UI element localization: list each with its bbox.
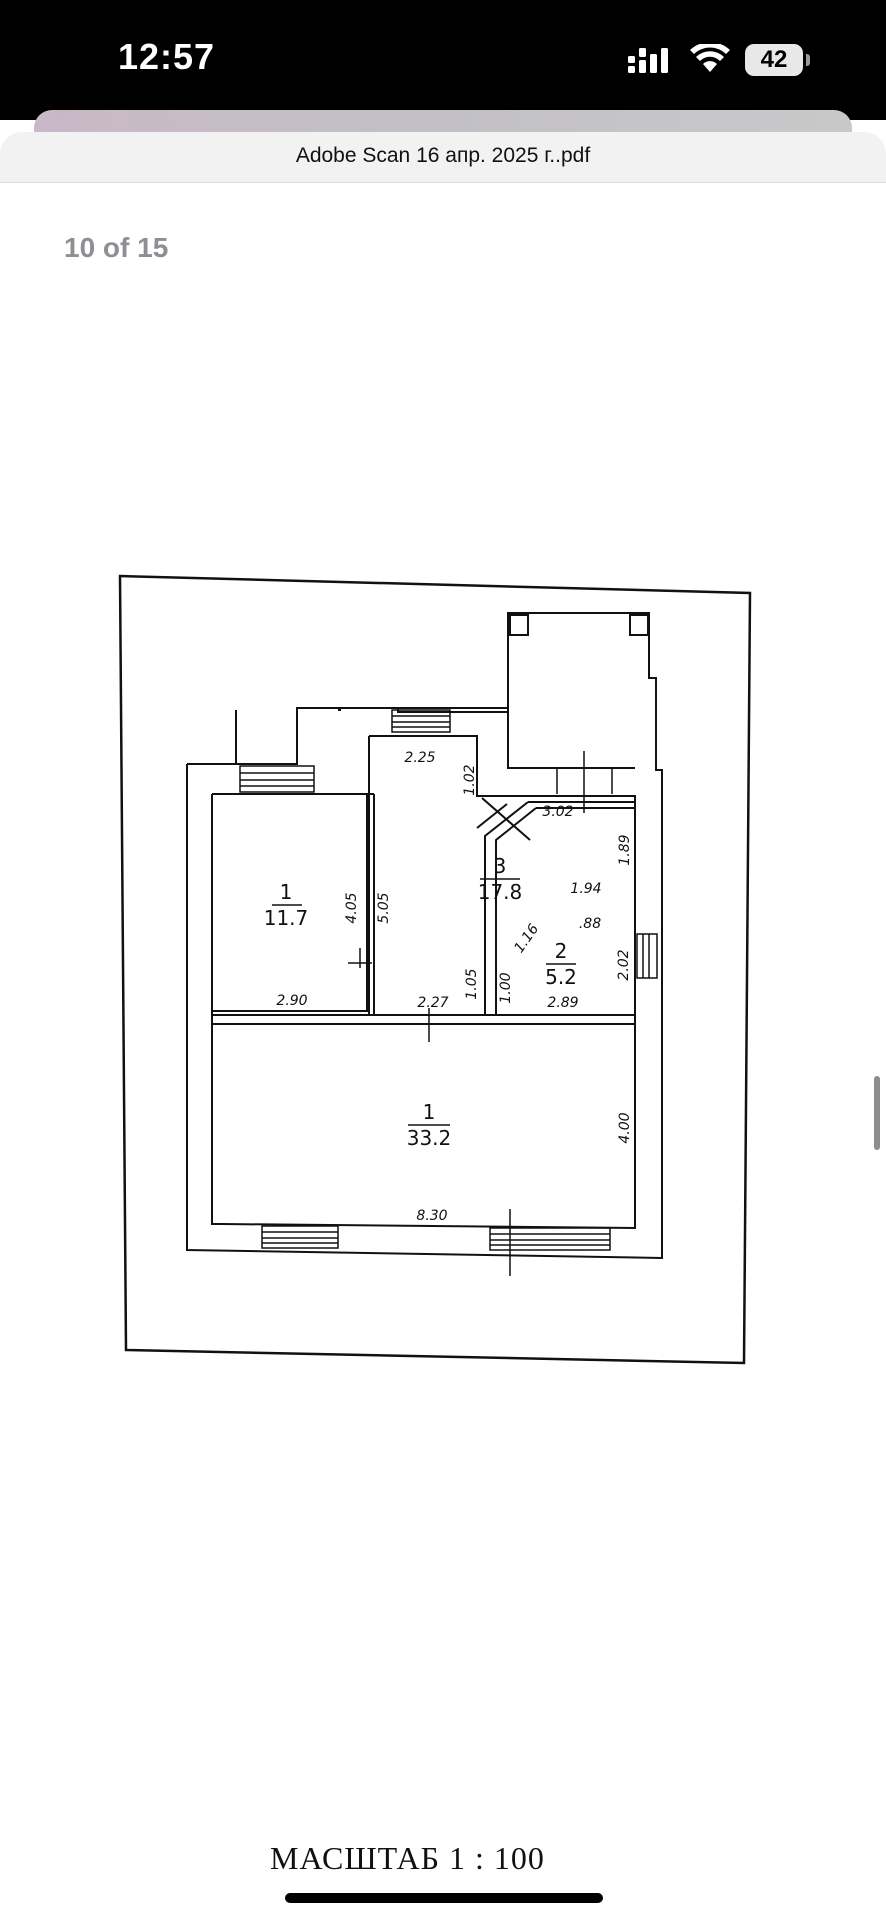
scale-label: МАСШТАБ 1 : 100 xyxy=(270,1840,545,1876)
inner-wall-room-1 xyxy=(211,1023,636,1230)
window-room-1-right xyxy=(489,1227,611,1251)
room-number-3: 3 xyxy=(494,854,507,878)
document-title[interactable]: Adobe Scan 16 апр. 2025 г..pdf xyxy=(295,144,591,167)
dim-2-25: 2.25 xyxy=(404,750,435,766)
dim-3-02: 3.02 xyxy=(542,804,573,820)
dim-0-88: .88 xyxy=(579,916,601,932)
room-number-4: 1 xyxy=(280,880,293,904)
room-label-2: 2 5.2 xyxy=(545,939,577,989)
dim-2-90: 2.90 xyxy=(276,993,307,1009)
window-room-2 xyxy=(636,933,658,979)
dim-8-30: 8.30 xyxy=(416,1208,447,1224)
dim-4-00: 4.00 xyxy=(617,1112,633,1143)
plan-frame xyxy=(118,574,752,1365)
floor-plan: 1 11.7 3 17.8 2 5.2 1 33.2 2.25 1.02 3.0… xyxy=(118,574,752,1365)
wifi-icon xyxy=(690,44,730,72)
dim-2-02: 2.02 xyxy=(616,949,632,980)
dim-2-89: 2.89 xyxy=(547,995,578,1011)
window-room-3 xyxy=(391,709,451,733)
window-room-1-left xyxy=(261,1225,339,1249)
signal-icon xyxy=(628,48,668,73)
dim-1-00: 1.00 xyxy=(498,972,514,1003)
room-area-4: 11.7 xyxy=(264,906,309,930)
battery-level: 42 xyxy=(760,46,788,73)
window-room-4 xyxy=(239,765,315,793)
dim-5-05: 5.05 xyxy=(376,892,392,923)
dim-2-27: 2.27 xyxy=(417,995,448,1011)
inner-wall-room-4 xyxy=(211,793,368,1012)
status-time: 12:57 xyxy=(118,36,216,77)
room-number-2: 2 xyxy=(555,939,568,963)
dim-1-16: 1.16 xyxy=(511,921,542,956)
dim-1-94: 1.94 xyxy=(570,881,601,897)
home-indicator[interactable] xyxy=(285,1893,603,1903)
status-bar: 12:57 42 xyxy=(0,0,886,120)
room-label-4: 1 11.7 xyxy=(264,880,309,930)
room-label-3: 3 17.8 xyxy=(478,854,523,904)
dim-1-89: 1.89 xyxy=(617,834,633,865)
page-indicator: 10 of 15 xyxy=(64,232,169,263)
room-area-1: 33.2 xyxy=(407,1126,452,1150)
battery-nub xyxy=(806,54,810,66)
document-header: Adobe Scan 16 апр. 2025 г..pdf xyxy=(0,132,886,183)
battery-icon: 42 xyxy=(745,44,803,76)
dim-1-02: 1.02 xyxy=(462,764,478,795)
room-area-3: 17.8 xyxy=(478,880,523,904)
room-area-2: 5.2 xyxy=(545,965,577,989)
dim-1-05: 1.05 xyxy=(464,968,480,999)
porch-top xyxy=(507,613,635,769)
scrollbar[interactable] xyxy=(874,1076,880,1150)
dim-4-05: 4.05 xyxy=(344,892,360,923)
room-label-1: 1 33.2 xyxy=(407,1100,452,1150)
room-number-1: 1 xyxy=(423,1100,436,1124)
